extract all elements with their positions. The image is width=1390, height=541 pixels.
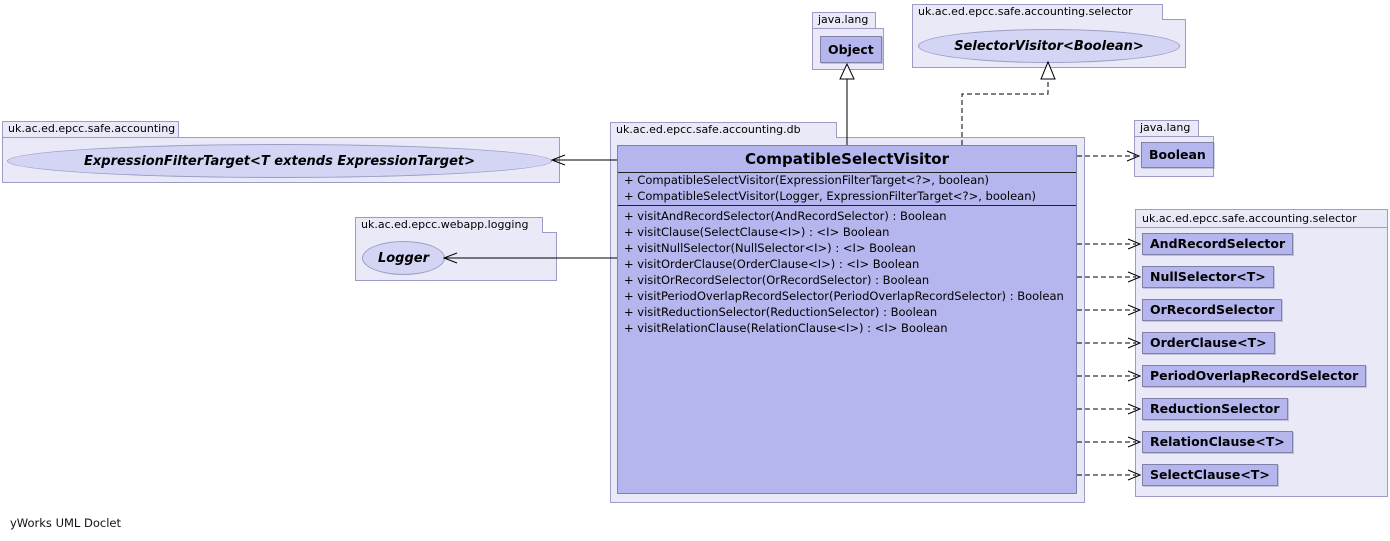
package-label-selector-right: uk.ac.ed.epcc.safe.accounting.selector: [1136, 210, 1387, 228]
class-title: CompatibleSelectVisitor: [618, 146, 1076, 173]
method: + visitAndRecordSelector(AndRecordSelect…: [624, 209, 947, 223]
class-null-selector[interactable]: NullSelector<T>: [1142, 266, 1274, 288]
method: + visitNullSelector(NullSelector<I>) : <…: [624, 241, 916, 255]
dependency-arrow-relation-clause: [1077, 436, 1142, 448]
class-period-overlap-record-selector[interactable]: PeriodOverlapRecordSelector: [1142, 365, 1367, 387]
class-boolean[interactable]: Boolean: [1141, 142, 1214, 168]
dependency-arrow-period-overlap-record-selector: [1077, 370, 1142, 382]
interface-label: SelectorVisitor<Boolean>: [954, 38, 1144, 54]
package-tab-db: uk.ac.ed.epcc.safe.accounting.db: [610, 122, 837, 138]
class-order-clause[interactable]: OrderClause<T>: [1142, 332, 1275, 354]
dependency-arrow-and-record-selector: [1077, 238, 1142, 250]
doclet-credit: yWorks UML Doclet: [10, 516, 121, 530]
package-tab-java-lang-right: java.lang: [1134, 120, 1199, 136]
generalization-arrow-object: [839, 62, 855, 145]
dependency-arrow-expression-filter-target: [550, 154, 617, 166]
dependency-arrow-or-record-selector: [1077, 304, 1142, 316]
class-compatible-select-visitor[interactable]: CompatibleSelectVisitor + CompatibleSele…: [617, 145, 1077, 494]
dependency-arrow-reduction-selector: [1077, 403, 1142, 415]
package-tab-logging: uk.ac.ed.epcc.webapp.logging: [355, 217, 543, 233]
interface-label: Logger: [377, 250, 430, 266]
interface-selector-visitor[interactable]: SelectorVisitor<Boolean>: [918, 29, 1180, 63]
class-select-clause[interactable]: SelectClause<T>: [1142, 464, 1278, 486]
package-tab-java-lang-top: java.lang: [812, 12, 876, 28]
constructor: + CompatibleSelectVisitor(ExpressionFilt…: [624, 173, 990, 187]
interface-label: ExpressionFilterTarget<T extends Express…: [84, 153, 475, 169]
method: + visitOrderClause(OrderClause<I>) : <I>…: [624, 257, 920, 271]
dependency-arrow-null-selector: [1077, 271, 1142, 283]
interface-logger[interactable]: Logger: [362, 241, 445, 275]
method: + visitPeriodOverlapRecordSelector(Perio…: [624, 289, 1064, 303]
realization-arrow-selector-visitor: [961, 60, 1056, 145]
method: + visitOrRecordSelector(OrRecordSelector…: [624, 273, 930, 287]
method: + visitClause(SelectClause<I>) : <I> Boo…: [624, 225, 890, 239]
method: + visitRelationClause(RelationClause<I>)…: [624, 321, 948, 335]
constructor-compartment: + CompatibleSelectVisitor(ExpressionFilt…: [618, 173, 1076, 206]
class-reduction-selector[interactable]: ReductionSelector: [1142, 398, 1288, 420]
dependency-arrow-boolean: [1077, 150, 1141, 162]
class-relation-clause[interactable]: RelationClause<T>: [1142, 431, 1293, 453]
package-tab-selector-top: uk.ac.ed.epcc.safe.accounting.selector: [912, 4, 1163, 20]
method: + visitReductionSelector(ReductionSelect…: [624, 305, 938, 319]
package-tab-accounting: uk.ac.ed.epcc.safe.accounting: [2, 121, 179, 137]
interface-expression-filter-target[interactable]: ExpressionFilterTarget<T extends Express…: [7, 144, 552, 178]
class-or-record-selector[interactable]: OrRecordSelector: [1142, 299, 1283, 321]
dependency-arrow-order-clause: [1077, 337, 1142, 349]
dependency-arrow-select-clause: [1077, 469, 1142, 481]
constructor: + CompatibleSelectVisitor(Logger, Expres…: [624, 188, 1037, 203]
method-compartment: + visitAndRecordSelector(AndRecordSelect…: [618, 206, 1076, 336]
class-object[interactable]: Object: [820, 36, 882, 63]
class-and-record-selector[interactable]: AndRecordSelector: [1142, 233, 1294, 255]
